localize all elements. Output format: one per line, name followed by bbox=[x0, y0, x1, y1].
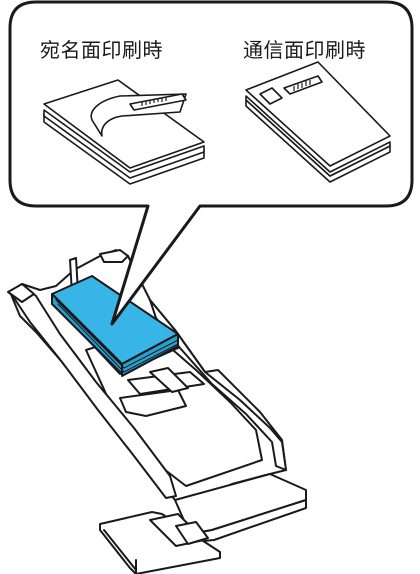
address-side-label: 宛名面印刷時 bbox=[40, 34, 163, 63]
message-side-label: 通信面印刷時 bbox=[243, 34, 366, 63]
